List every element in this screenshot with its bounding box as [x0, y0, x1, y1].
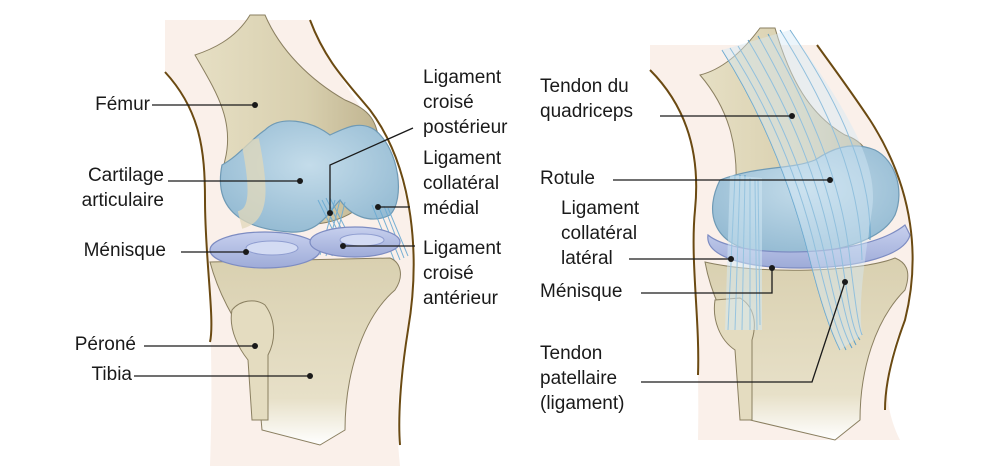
- label-ligament-collateral-medial: Ligament collatéral médial: [423, 148, 502, 219]
- label-perone: Péroné: [74, 334, 136, 355]
- label-cartilage-articulaire: Cartilage articulaire: [81, 165, 164, 211]
- label-rotule: Rotule: [540, 168, 595, 189]
- label-tibia: Tibia: [91, 364, 132, 385]
- label-ligament-croise-posterieur: Ligament croisé postérieur: [423, 67, 508, 138]
- label-ligament-collateral-lateral: Ligament collatéral latéral: [561, 198, 640, 269]
- label-tendon-patellaire: Tendon patellaire (ligament): [540, 343, 625, 414]
- right-knee: [649, 27, 914, 441]
- leader-lines: [134, 104, 846, 383]
- label-ligament-croise-anterieur: Ligament croisé antérieur: [423, 238, 502, 309]
- label-menisque-right: Ménisque: [540, 281, 623, 302]
- leader-dots: [243, 102, 848, 379]
- left-knee: [164, 14, 415, 466]
- label-tendon-quadriceps: Tendon du quadriceps: [540, 76, 633, 122]
- label-femur: Fémur: [95, 94, 150, 115]
- label-menisque-left: Ménisque: [83, 240, 166, 261]
